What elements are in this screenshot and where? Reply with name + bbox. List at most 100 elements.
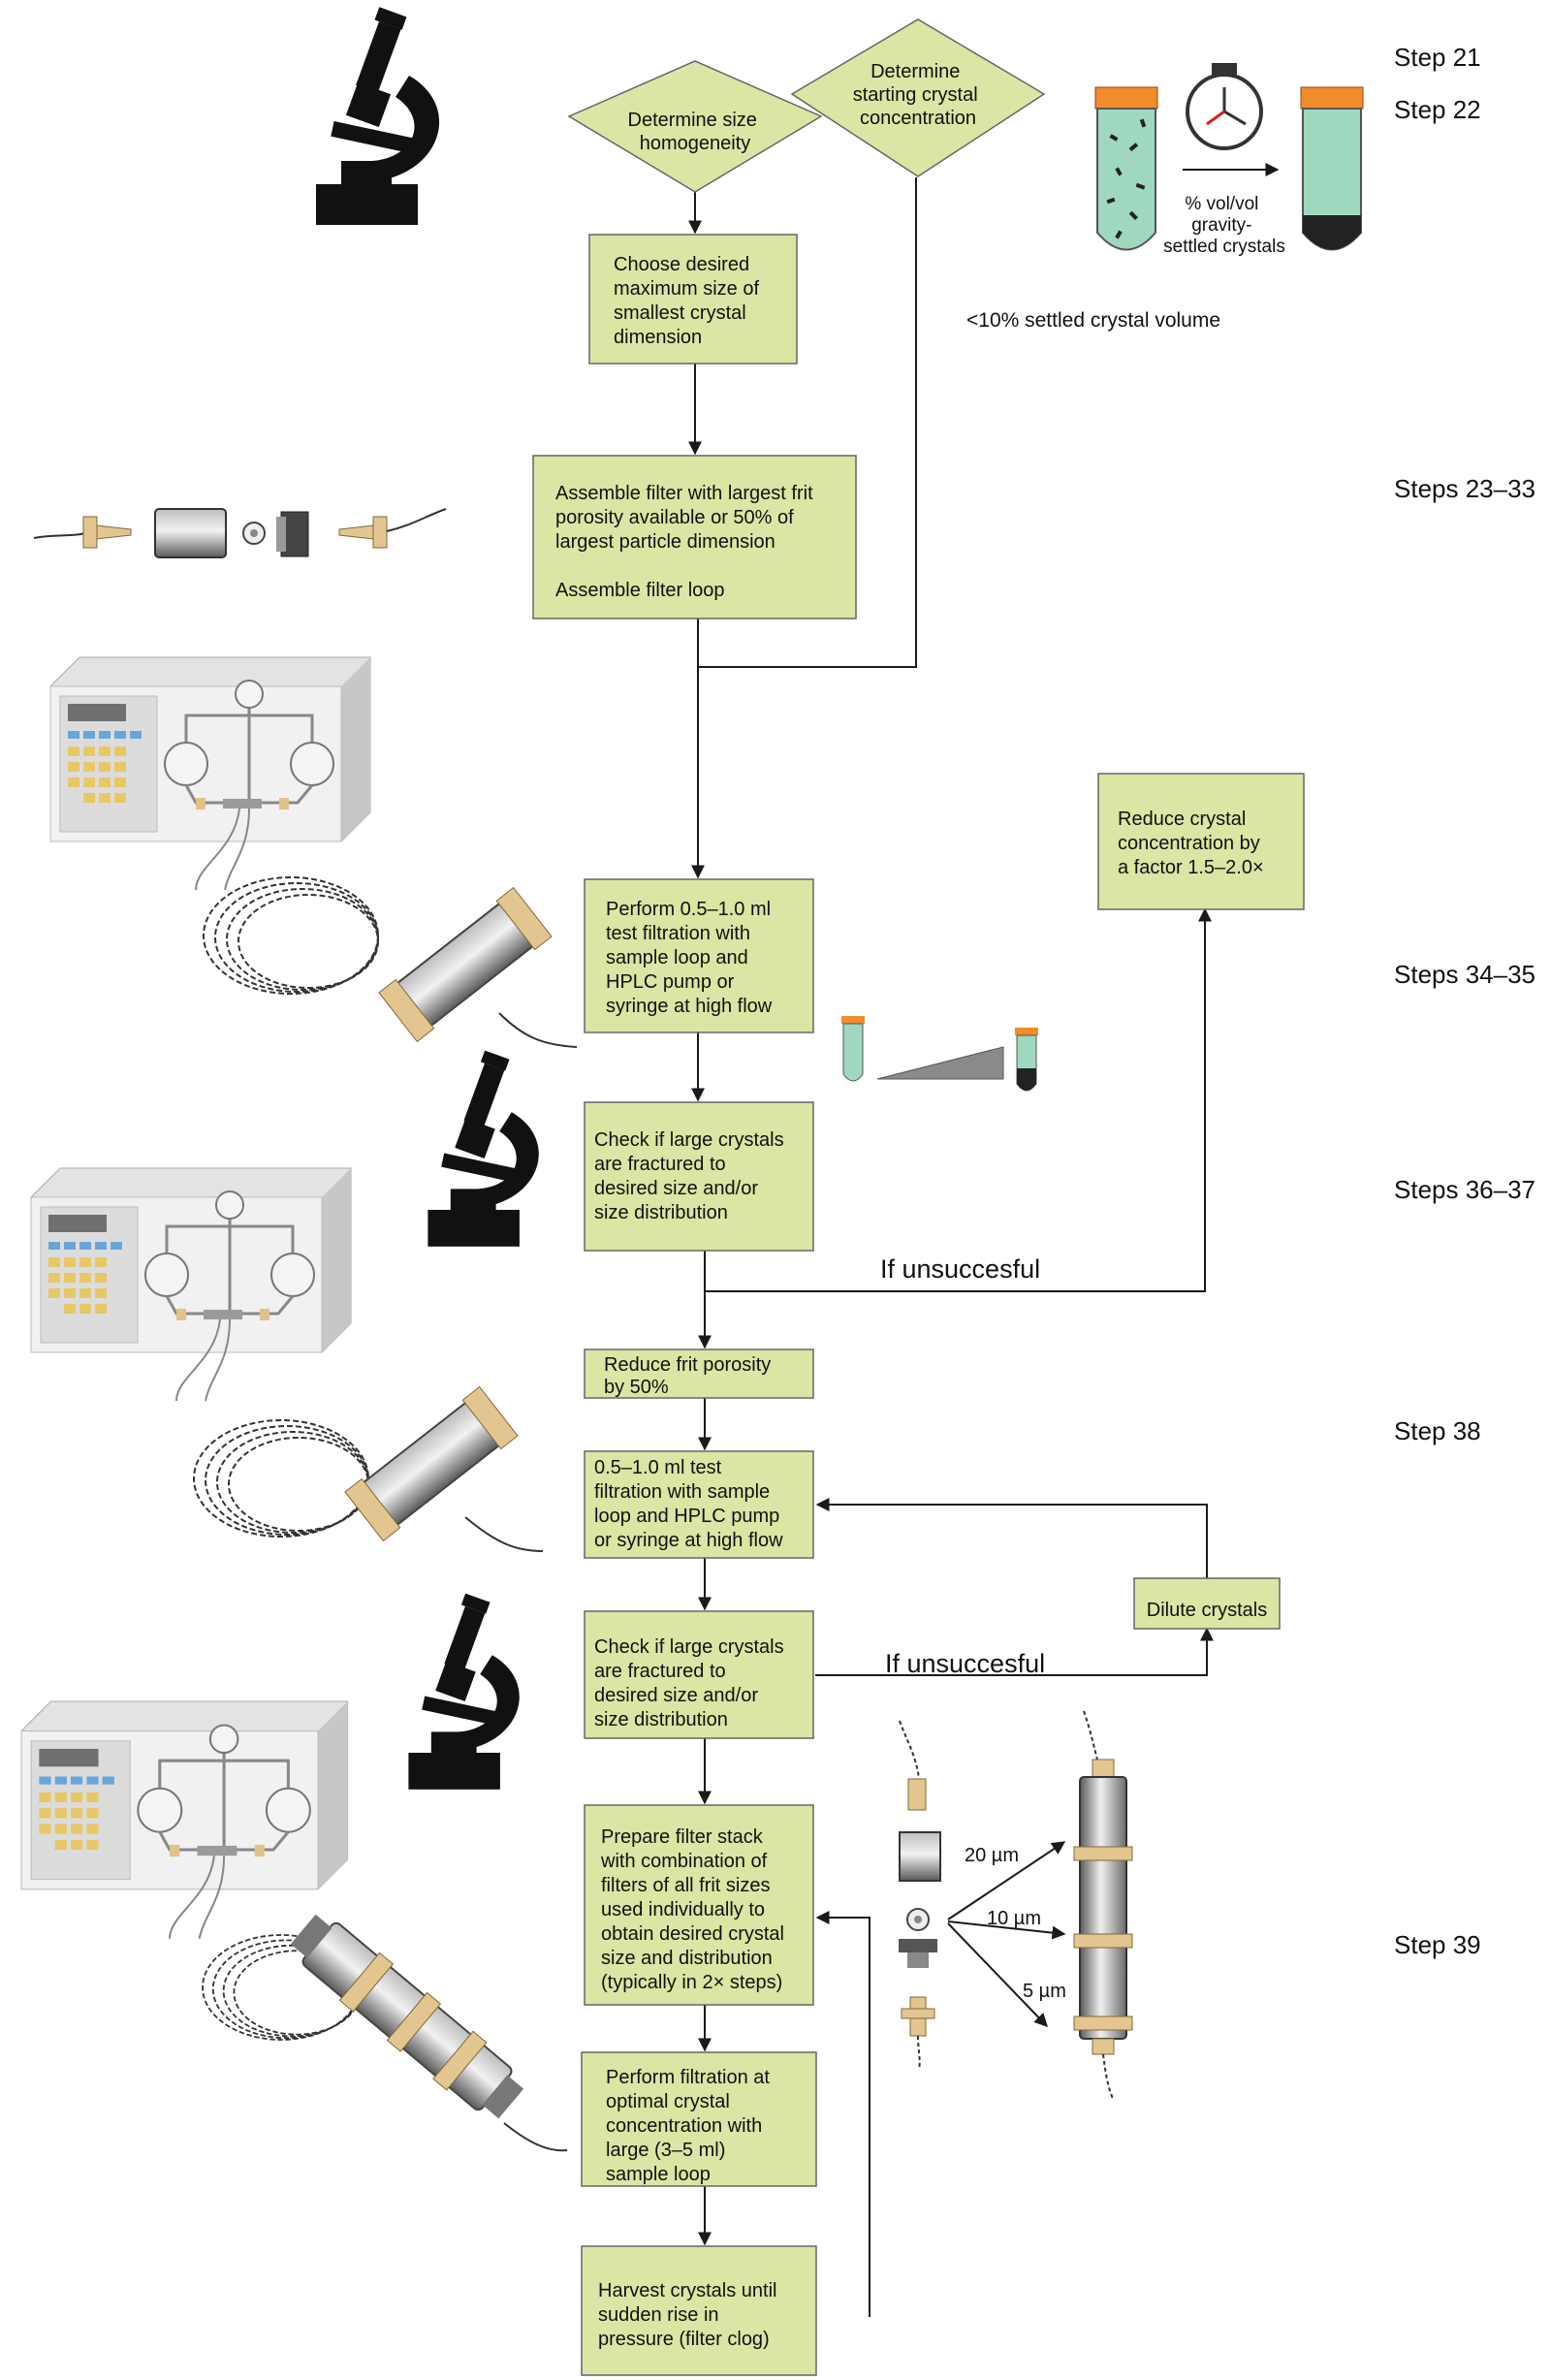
node-text-line: Dilute crystals [1147,1600,1267,1621]
svg-text:Check if large crystals: Check if large crystals are fractured to… [594,1129,789,1223]
frit-arrows [947,1841,1066,2028]
step-22-label: Step 22 [1394,95,1481,124]
sample-loop-icon [203,876,379,995]
node-perform-filtration: Perform filtration at optimal crystal co… [581,2051,817,2187]
tubing [503,2122,568,2152]
tube-suspension-icon [1094,86,1158,251]
node-choose-size: Choose desired maximum size of smallest … [588,234,798,365]
node-reduce-concentration: Reduce crystal concentration by a factor… [1097,773,1305,910]
frit-10-label: 10 µm [987,1908,1041,1929]
tubing [498,1012,578,1048]
node-text-line: large (3–5 ml) [606,2140,725,2161]
node-text-line: largest particle dimension [555,531,776,553]
frit-stack-exploded-icon [899,1720,941,2071]
svg-text:Harvest crystals until s: Harvest crystals until sudden rise in pr… [598,2280,782,2350]
stopwatch-icon [1186,63,1263,150]
node-text-line: filtration with sample [594,1481,770,1503]
node-text-line: a factor 1.5–2.0× [1118,857,1264,878]
node-determine-size-homogeneity: Determine size homogeneity [567,60,823,193]
node-text-line: concentration with [606,2115,762,2137]
node-text-line: maximum size of [614,278,759,300]
node-text-line: Choose desired [614,254,749,275]
node-text-line: Perform filtration at [606,2067,770,2088]
node-text-line: Check if large crystals [594,1129,784,1151]
node-filter-stack: Prepare filter stack with combination of… [584,1804,814,2006]
svg-text:Perform filtration at op: Perform filtration at optimal crystal co… [606,2067,776,2185]
node-text-line: desired size and/or [594,1685,758,1706]
node-text-line: are fractured to [594,1661,726,1682]
microscope-icon [427,1050,539,1247]
node-text-line: Reduce crystal [1118,809,1246,830]
if-unsuccessful-label: If unsuccesful [885,1649,1045,1678]
tubing [464,1516,544,1552]
note-line: settled crystals [1163,237,1285,257]
microscope-icon [408,1593,520,1790]
note-line: % vol/vol [1185,194,1258,214]
node-text-line: used individually to [601,1899,765,1920]
node-text-line: loop and HPLC pump [594,1506,779,1527]
node-text-line: size distribution [594,1202,728,1223]
node-text-line: or syringe at high flow [594,1530,783,1551]
node-text-line: Prepare filter stack [601,1826,764,1848]
node-assemble-filter: Assemble filter with largest frit porosi… [532,455,857,619]
svg-text:Check if large crystals: Check if large crystals are fractured to… [594,1636,789,1730]
steps-23-33-label: Steps 23–33 [1394,474,1535,503]
node-text-line: smallest crystal [614,302,746,324]
node-harvest: Harvest crystals until sudden rise in pr… [581,2245,817,2376]
step-39-label: Step 39 [1394,1930,1481,1959]
node-text-line: obtain desired crystal [601,1923,784,1945]
filter-housing-icon [343,1385,520,1542]
node-text-line: are fractured to [594,1154,726,1175]
svg-text:Determine size homogenei: Determine size homogeneity [628,110,763,154]
vol-vol-note: % vol/vol gravity- settled crystals [1163,194,1285,257]
hplc-pump-icon [48,655,372,892]
tube-settled-icon [1300,86,1364,251]
node-text-line: Check if large crystals [594,1636,784,1658]
node-text-line: sample loop and [606,947,748,968]
steps-34-35-label: Steps 34–35 [1394,960,1535,989]
node-text-line: with combination of [600,1851,768,1872]
frit-size-labels: 20 µm 10 µm 5 µm [965,1845,1066,2002]
node-reduce-porosity: Reduce frit porosity by 50% [584,1349,814,1399]
node-test-filtration-2: 0.5–1.0 ml test filtration with sample l… [584,1450,814,1559]
svg-text:Prepare filter stack wit: Prepare filter stack with combination of… [600,1826,790,1993]
filter-stack-icon [290,1914,524,2119]
filter-parts-icon [33,508,447,558]
node-check-1: Check if large crystals are fractured to… [584,1101,814,1252]
node-text-line: sudden rise in [598,2304,719,2326]
svg-text:Assemble filter with largest f: Assemble filter with largest frit porosi… [555,483,818,601]
node-text-line: dimension [614,327,702,348]
step-labels: Step 21 Step 22 Steps 23–33 Steps 34–35 … [1394,43,1535,1959]
sample-loop-icon [193,1419,369,1538]
node-text-line: pressure (filter clog) [598,2329,770,2350]
connectors [688,177,1214,2317]
node-text-line: homogeneity [640,133,751,154]
node-text-line: 0.5–1.0 ml test [594,1457,722,1478]
hplc-pump-icon [29,1166,353,1403]
node-text-line: concentration by [1118,833,1260,854]
svg-text:Perform 0.5–1.0 ml test: Perform 0.5–1.0 ml test filtration with … [606,899,776,1017]
steps-36-37-label: Steps 36–37 [1394,1175,1535,1204]
note-line: gravity- [1191,215,1251,236]
node-test-filtration-1: Perform 0.5–1.0 ml test filtration with … [584,878,814,1033]
node-text-line: optimal crystal [606,2091,730,2112]
small-tubes-icon [841,1016,1038,1092]
svg-text:0.5–1.0 ml test filtrati: 0.5–1.0 ml test filtration with sample l… [594,1457,785,1551]
node-dilute-crystals: Dilute crystals [1133,1577,1281,1630]
if-unsuccessful-label: If unsuccesful [880,1254,1040,1284]
node-text-line: filters of all frit sizes [601,1875,770,1896]
settled-volume-note: <10% settled crystal volume [966,309,1220,332]
node-text-line: HPLC pump or [606,971,735,993]
hplc-pump-icon [19,1699,350,1941]
svg-text:Determine starting cryst: Determine starting crystal concentration [853,61,984,129]
assembled-filter-stack-icon [1073,1710,1133,2100]
filter-housing-icon [377,886,554,1043]
node-text-line: concentration [860,108,976,129]
svg-text:Reduce crystal concentra: Reduce crystal concentration by a factor… [1118,809,1265,878]
node-text-line: Determine [870,61,960,82]
frit-5-label: 5 µm [1023,1981,1066,2002]
node-text-line: syringe at high flow [606,996,773,1017]
node-text-line: by 50% [604,1377,669,1398]
node-text-line: (typically in 2× steps) [601,1972,782,1993]
